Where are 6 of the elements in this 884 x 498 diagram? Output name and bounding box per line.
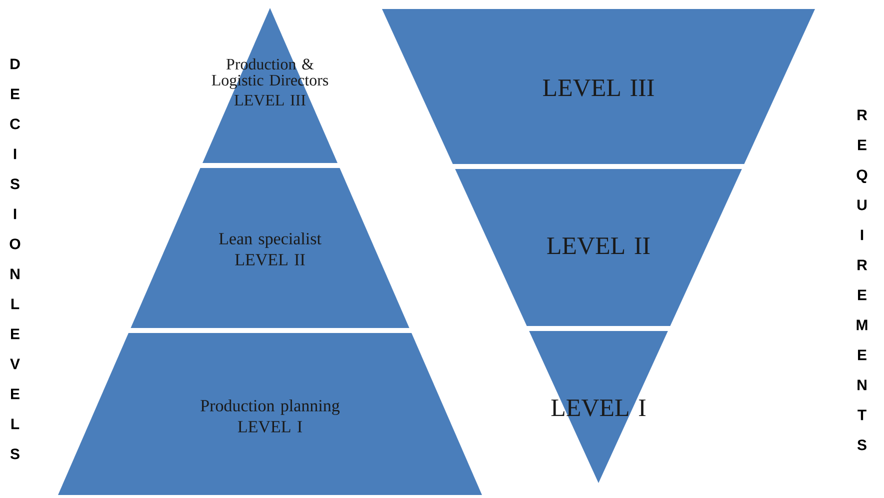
pyramid-band: Production planning LEVEL I	[58, 332, 482, 495]
pyramid-band: LEVEL II	[455, 169, 742, 326]
pyramid-band: Lean specialist LEVEL II	[130, 168, 410, 328]
vertical-label: REQUIREMENTS	[856, 110, 868, 450]
vertical-label: DECISION LEVELS	[10, 58, 20, 460]
pyramid-band: LEVEL III	[382, 9, 815, 164]
